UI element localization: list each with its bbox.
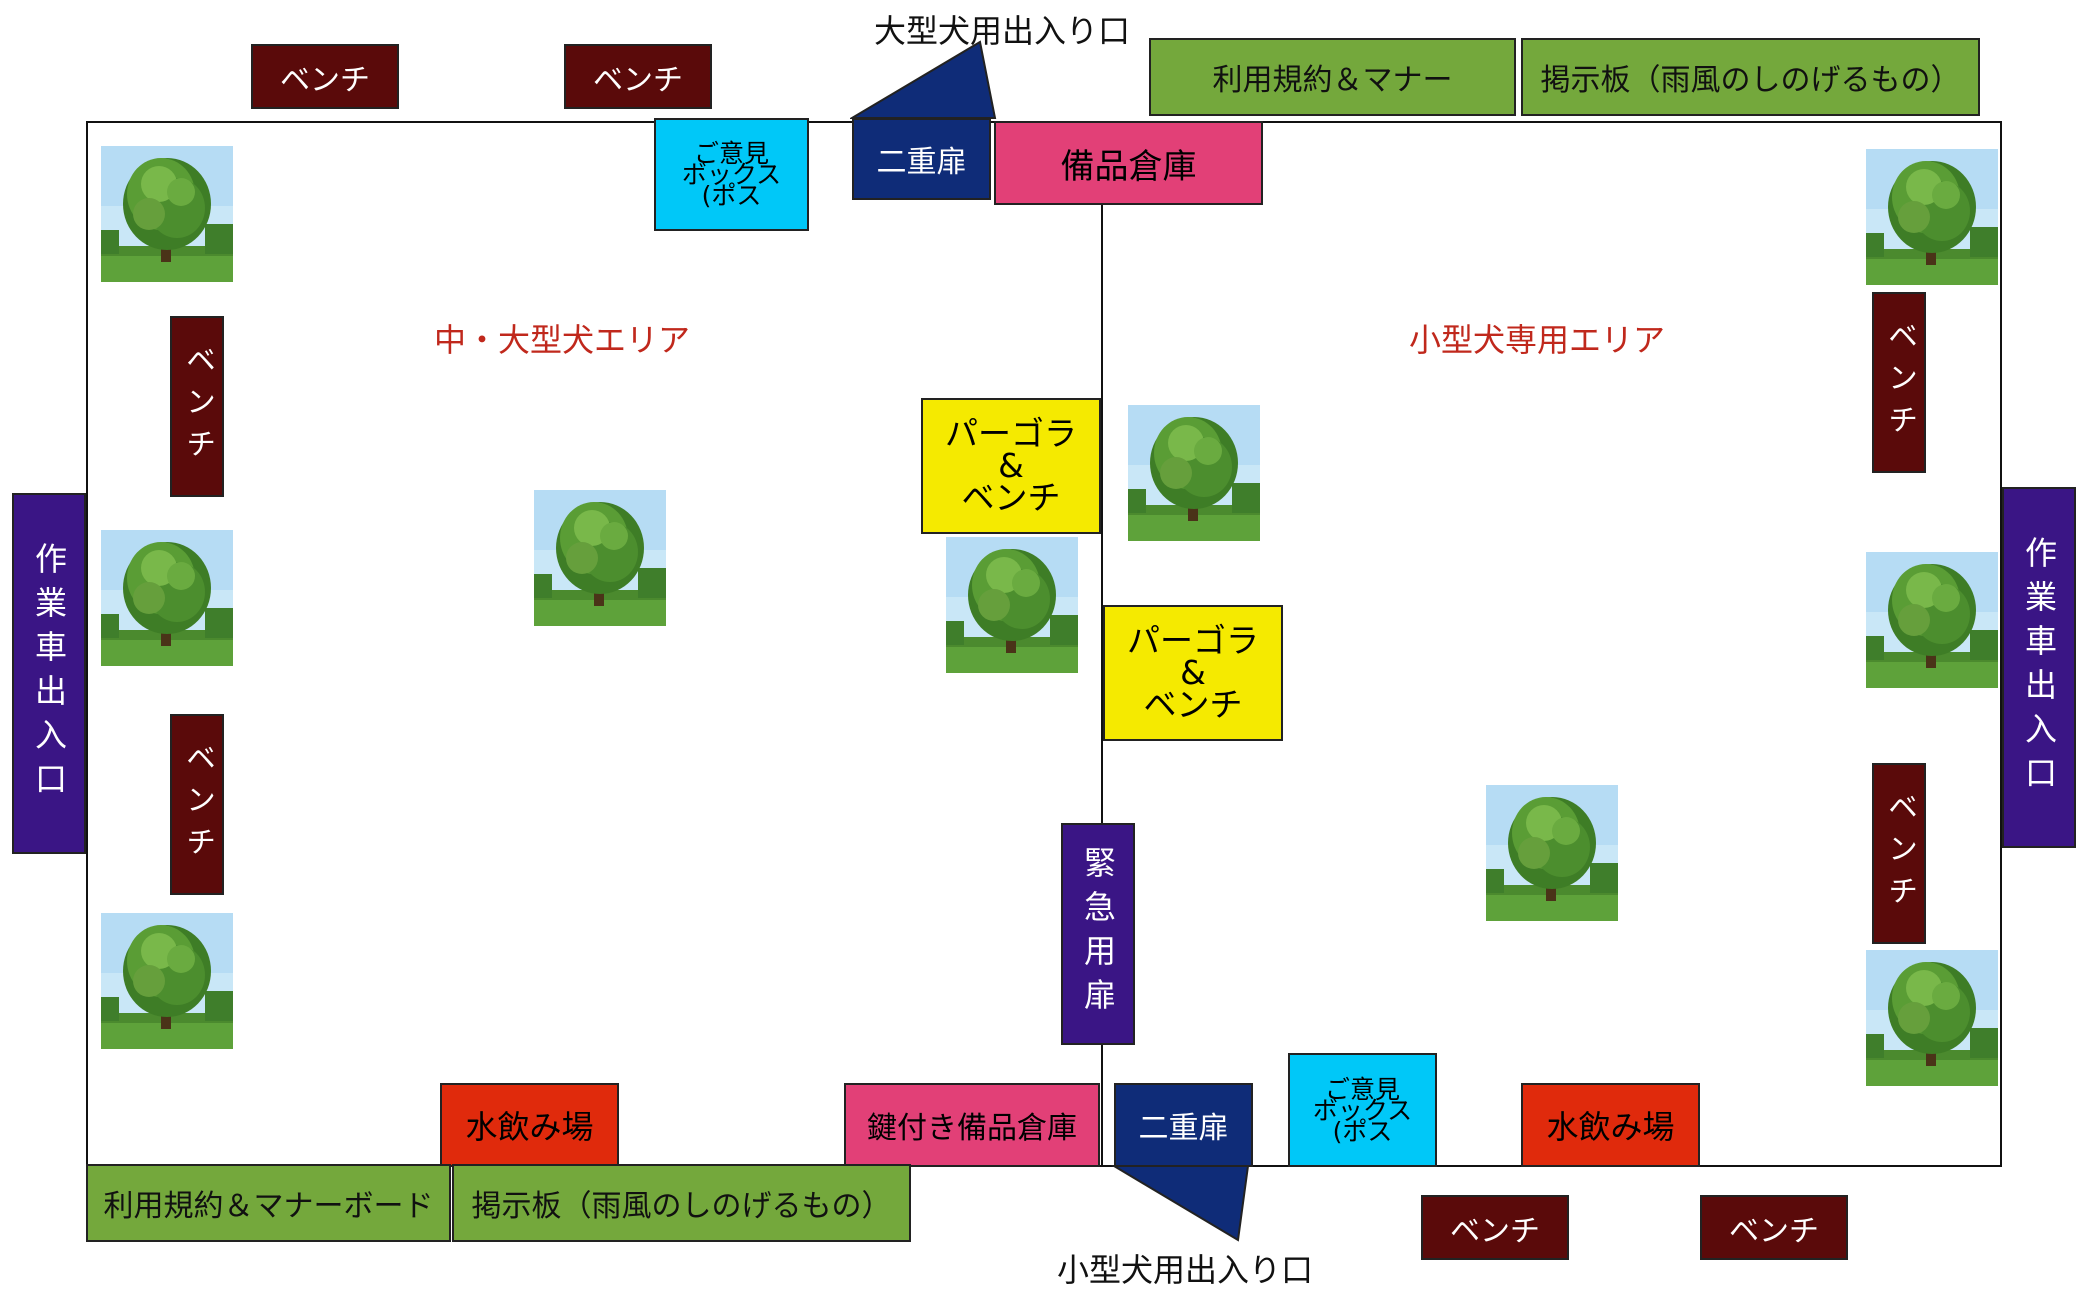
park-boundary <box>86 121 2002 1167</box>
bench: ベンチ <box>170 714 224 895</box>
bench: ベンチ <box>170 316 224 497</box>
equipment-storage: 備品倉庫 <box>994 121 1263 205</box>
left-area-label: 中・大型犬エリア <box>434 321 691 359</box>
work-vehicle-entrance: 作業車出入口 <box>2002 487 2076 848</box>
rules-manners-board: 利用規約＆マナー <box>1149 38 1516 116</box>
entrance-arrow-icon <box>1110 1165 1250 1242</box>
bench: ベンチ <box>1700 1195 1848 1260</box>
double-door: 二重扉 <box>1114 1083 1253 1167</box>
pergola-bench: パーゴラ & ベンチ <box>921 398 1101 534</box>
entrance-arrow-icon <box>850 40 997 119</box>
bench: ベンチ <box>1872 292 1926 473</box>
bulletin-board: 掲示板（雨風のしのげるもの） <box>1521 38 1980 116</box>
rules-manners-board: 利用規約＆マナーボード <box>86 1164 451 1242</box>
opinion-box: ご意見 ボックス (ポス <box>654 118 809 231</box>
right-area-label: 小型犬専用エリア <box>1409 321 1666 359</box>
bench: ベンチ <box>564 44 712 109</box>
pergola-bench: パーゴラ & ベンチ <box>1103 605 1283 741</box>
water-fountain: 水飲み場 <box>440 1083 619 1167</box>
opinion-box: ご意見 ボックス (ポス <box>1288 1053 1437 1167</box>
large-dog-entrance-label: 大型犬用出入り口 <box>874 12 1131 50</box>
area-divider <box>1101 204 1103 1167</box>
bench: ベンチ <box>1421 1195 1569 1260</box>
double-door: 二重扉 <box>852 118 991 200</box>
bench: ベンチ <box>1872 763 1926 944</box>
water-fountain: 水飲み場 <box>1521 1083 1700 1167</box>
locked-equipment-storage: 鍵付き備品倉庫 <box>844 1083 1100 1167</box>
bench: ベンチ <box>251 44 399 109</box>
work-vehicle-entrance: 作業車出入口 <box>12 493 86 854</box>
bulletin-board: 掲示板（雨風のしのげるもの） <box>452 1164 911 1242</box>
emergency-door: 緊急用扉 <box>1061 823 1135 1045</box>
small-dog-entrance-label: 小型犬用出入り口 <box>1057 1251 1314 1289</box>
